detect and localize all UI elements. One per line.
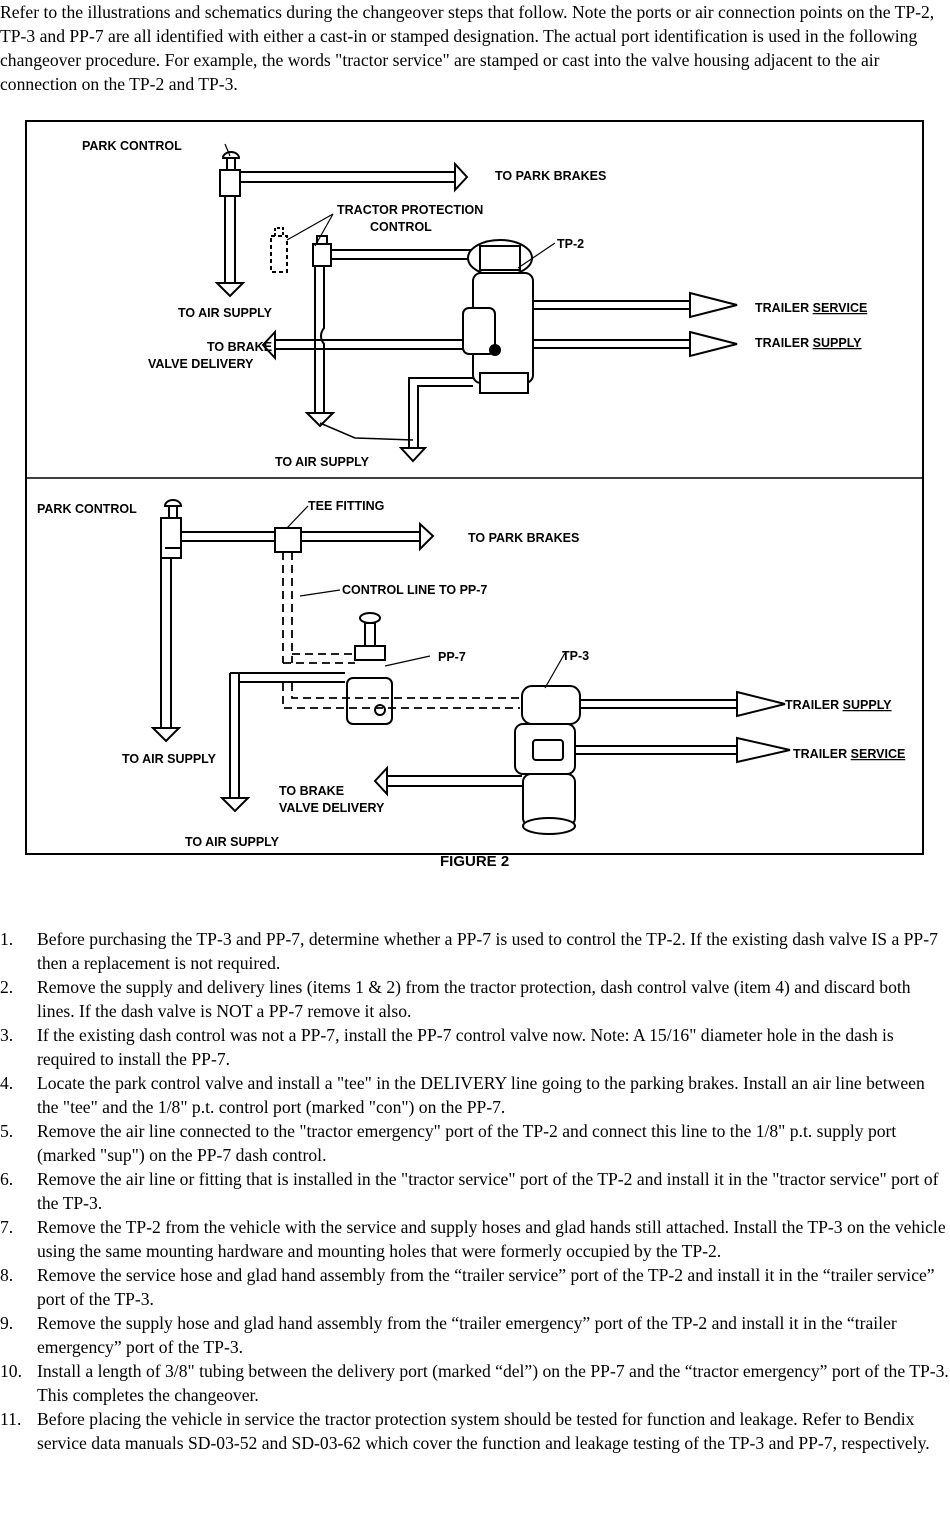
step-text: Before placing the vehicle in service th… <box>37 1409 930 1453</box>
to-air-supply-bottom-label: TO AIR SUPPLY <box>275 455 370 469</box>
step-item: 8.Remove the service hose and glad hand … <box>0 1265 935 1309</box>
tractor-protection-control <box>312 235 332 267</box>
step-text: Remove the air line or fitting that is i… <box>37 1169 939 1213</box>
park-control-label-2: PARK CONTROL <box>37 502 137 516</box>
tp-2-label: TP-2 <box>557 237 584 251</box>
step-item: 11.Before placing the vehicle in service… <box>0 1409 930 1453</box>
step-item: 6.Remove the air line or fitting that is… <box>0 1169 939 1213</box>
step-item: 3.If the existing dash control was not a… <box>0 1025 894 1069</box>
step-text: Locate the park control valve and instal… <box>37 1073 925 1117</box>
to-air-supply-label-2: TO AIR SUPPLY <box>122 752 217 766</box>
step-text: Remove the supply and delivery lines (it… <box>37 977 911 1021</box>
trailer-supply-label: TRAILER SUPPLY <box>755 336 862 350</box>
step-item: 4.Locate the park control valve and inst… <box>0 1073 925 1117</box>
step-text: Before purchasing the TP-3 and PP-7, det… <box>37 929 938 973</box>
figure-frame <box>25 120 924 855</box>
figure-2: PARK CONTROL TO PARK BRAKES TRACTOR PROT… <box>25 118 925 878</box>
step-text: Remove the supply hose and glad hand ass… <box>37 1313 897 1357</box>
step-item: 1.Before purchasing the TP-3 and PP-7, d… <box>0 929 938 973</box>
step-text: Remove the TP-2 from the vehicle with th… <box>37 1217 946 1261</box>
park-control-label: PARK CONTROL <box>82 139 182 153</box>
step-text: If the existing dash control was not a P… <box>37 1025 894 1069</box>
control-line-label: CONTROL LINE TO PP-7 <box>342 583 487 597</box>
top-schematic <box>214 143 738 463</box>
step-item: 5.Remove the air line connected to the "… <box>0 1121 897 1165</box>
tractor-protection-label-2: CONTROL <box>370 220 432 234</box>
to-brake-label-2: VALVE DELIVERY <box>148 357 254 371</box>
step-text: Remove the service hose and glad hand as… <box>37 1265 935 1309</box>
to-park-brakes-label-2: TO PARK BRAKES <box>468 531 579 545</box>
step-item: 9.Remove the supply hose and glad hand a… <box>0 1313 897 1357</box>
tractor-protection-label-1: TRACTOR PROTECTION <box>337 203 483 217</box>
park-control-valve <box>219 151 241 197</box>
step-item: 10.Install a length of 3/8" tubing betwe… <box>0 1361 949 1405</box>
intro-paragraph: Refer to the illustrations and schematic… <box>0 2 935 94</box>
trailer-service-label: TRAILER SERVICE <box>755 301 867 315</box>
bottom-labels: PARK CONTROL TEE FITTING TO PARK BRAKES … <box>37 499 905 849</box>
tp-3-label: TP-3 <box>562 649 589 663</box>
step-item: 7.Remove the TP-2 from the vehicle with … <box>0 1217 946 1261</box>
park-control-valve-2 <box>160 499 183 559</box>
to-air-supply-bottom-label-2: TO AIR SUPPLY <box>185 835 280 849</box>
changeover-steps: 1.Before purchasing the TP-3 and PP-7, d… <box>0 927 950 1455</box>
step-text: Remove the air line connected to the "tr… <box>37 1121 897 1165</box>
step-item: 2.Remove the supply and delivery lines (… <box>0 977 911 1021</box>
top-labels: PARK CONTROL TO PARK BRAKES TRACTOR PROT… <box>82 139 867 469</box>
to-park-brakes-label: TO PARK BRAKES <box>495 169 606 183</box>
to-brake-label-1: TO BRAKE <box>207 340 272 354</box>
pp-7-label: PP-7 <box>438 650 466 664</box>
tp-3-valve <box>514 685 581 835</box>
tp-2-valve <box>462 239 534 394</box>
bottom-schematic <box>150 499 791 835</box>
step-text: Install a length of 3/8" tubing between … <box>37 1361 949 1405</box>
to-air-supply-label: TO AIR SUPPLY <box>178 306 273 320</box>
trailer-service-label-2: TRAILER SERVICE <box>793 747 905 761</box>
figure-caption: FIGURE 2 <box>440 853 509 870</box>
tee-fitting-label: TEE FITTING <box>308 499 384 513</box>
to-brake-label-3: TO BRAKE <box>279 784 344 798</box>
trailer-supply-label-2: TRAILER SUPPLY <box>785 698 892 712</box>
to-brake-label-4: VALVE DELIVERY <box>279 801 385 815</box>
tee-fitting <box>274 527 302 553</box>
